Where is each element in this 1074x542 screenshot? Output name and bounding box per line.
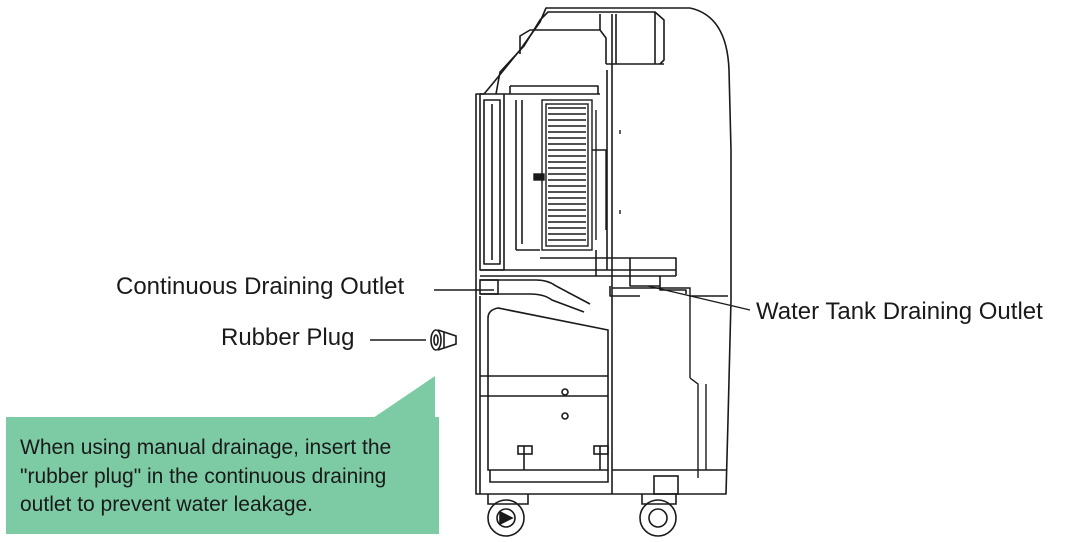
water-tank-draining-outlet-label: Water Tank Draining Outlet bbox=[756, 298, 1043, 325]
continuous-draining-outlet-label: Continuous Draining Outlet bbox=[116, 273, 405, 300]
fan-blower bbox=[533, 99, 607, 251]
front-cover-details bbox=[612, 130, 728, 478]
caster-wheels bbox=[487, 475, 679, 537]
rubber-plug-icon bbox=[430, 329, 457, 351]
note-line: outlet to prevent water leakage. bbox=[20, 493, 314, 516]
manual-drainage-note: When using manual drainage, insert the "… bbox=[6, 417, 439, 534]
unit-outline bbox=[475, 7, 732, 495]
note-line: When using manual drainage, insert the bbox=[20, 436, 392, 459]
rubber-plug-label: Rubber Plug bbox=[221, 324, 355, 351]
leader-lines bbox=[370, 285, 751, 341]
note-line: "rubber plug" in the continuous draining bbox=[20, 464, 387, 488]
continuous-draining-outlet-hose bbox=[479, 279, 591, 313]
water-tank bbox=[479, 296, 609, 494]
note-pointer bbox=[373, 376, 435, 418]
